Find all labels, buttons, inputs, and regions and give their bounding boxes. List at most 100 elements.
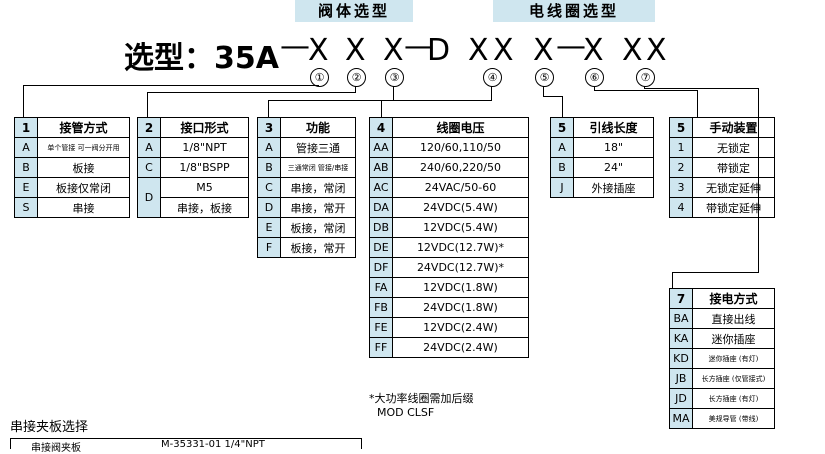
table-row-code: F — [257, 237, 281, 258]
table-row-text: 无锁定延伸 — [692, 177, 775, 198]
connector-7 — [672, 272, 673, 288]
table-row-text: 1/8"BSPP — [160, 157, 249, 178]
table-row-code: B — [257, 157, 281, 178]
table-row-code: AB — [369, 157, 393, 178]
table3-num: 3 — [257, 117, 281, 138]
table-row-code: MA — [669, 408, 693, 429]
table2-title: 接口形式 — [160, 117, 249, 138]
model-char-7b: X — [646, 33, 667, 68]
model-char-2: X — [345, 33, 366, 68]
valve-selection-banner: 阀体选型 — [295, 0, 413, 22]
table4-title: 线圈电压 — [392, 117, 529, 138]
table-row-code: S — [14, 197, 38, 218]
table-row-text: 迷你插座 — [692, 328, 775, 349]
table-row-text: 板接仅常闭 — [37, 177, 130, 198]
table-row-text: 18" — [573, 137, 654, 158]
connector-3 — [268, 100, 394, 101]
connector-7 — [672, 272, 759, 273]
table-row-code: B — [14, 157, 38, 178]
table3-title: 功能 — [280, 117, 356, 138]
table-row-code: C — [137, 157, 161, 178]
connector-5 — [543, 86, 544, 97]
table-row-text: 串接，板接 — [160, 197, 249, 218]
table5-title: 引线长度 — [573, 117, 654, 138]
table-row-text: 24VDC(2.4W) — [392, 337, 529, 358]
table-row-text: 24VDC(1.8W) — [392, 297, 529, 318]
bottom-col2: M-35331-01 1/4"NPT — [161, 439, 265, 450]
table-row-text: 串接，常闭 — [280, 177, 356, 198]
table-row-text: 串接 — [37, 197, 130, 218]
table1-num: 1 — [14, 117, 38, 138]
table-row-code: A — [550, 137, 574, 158]
table-row-text: 板接，常开 — [280, 237, 356, 258]
index-circle-5: ⑤ — [535, 68, 554, 87]
connector-7 — [644, 86, 645, 89]
model-char-3: X — [383, 33, 404, 68]
connector-1 — [23, 85, 24, 117]
table4-num: 4 — [369, 117, 393, 138]
table-row-text: 24VDC(5.4W) — [392, 197, 529, 218]
index-circle-2: ② — [347, 68, 366, 87]
model-dash-2: — — [404, 29, 434, 64]
table-row-text: 长方插座 (仅管接式) — [692, 368, 775, 389]
table5-num: 5 — [550, 117, 574, 138]
connector-4 — [381, 100, 382, 117]
table-row-text: 带锁定延伸 — [692, 197, 775, 218]
table-row-text: 迷你插座 (有灯) — [692, 348, 775, 369]
table-row-code: 4 — [669, 197, 693, 218]
table-row-code: E — [14, 177, 38, 198]
model-char-4b: X — [493, 33, 514, 68]
table-row-code: JD — [669, 388, 693, 409]
table-row-text: 240/60,220/50 — [392, 157, 529, 178]
table-row-code: DF — [369, 257, 393, 278]
table-row-text: 板接 — [37, 157, 130, 178]
table-row-text: 三通常闭 管接/串接 — [280, 157, 356, 178]
table6-title: 手动装置 — [692, 117, 775, 138]
table7-num: 7 — [669, 288, 693, 309]
table-row-code: 2 — [669, 157, 693, 178]
table-row-text: 1/8"NPT — [160, 137, 249, 158]
connector-3 — [393, 86, 394, 101]
table-row-code: DA — [369, 197, 393, 218]
table-row-code: B — [550, 157, 574, 178]
table-row-code: JB — [669, 368, 693, 389]
table-row-code: E — [257, 217, 281, 238]
table-row-text: 外接插座 — [573, 177, 654, 198]
model-char-5: X — [533, 33, 554, 68]
connector-2 — [147, 92, 356, 93]
table-row-text: 管接三通 — [280, 137, 356, 158]
table-row-code: DE — [369, 237, 393, 258]
table-row-code: 1 — [669, 137, 693, 158]
connector-7 — [644, 88, 759, 89]
table-row-code: D — [137, 177, 161, 218]
model-char-4a: X — [468, 33, 489, 68]
bottom-col1: 串接阀夹板 — [31, 443, 81, 454]
table-row-text: 12VDC(12.7W)* — [392, 237, 529, 258]
index-circle-3: ③ — [385, 68, 404, 87]
connector-2 — [147, 92, 148, 117]
table-row-text: 无锁定 — [692, 137, 775, 158]
connector-5 — [562, 96, 563, 117]
table2-num: 2 — [137, 117, 161, 138]
table-row-text: 12VDC(1.8W) — [392, 277, 529, 298]
model-dash-1: — — [280, 29, 310, 64]
high-power-suffix: MOD CLSF — [377, 406, 435, 419]
table-row-text: 板接，常闭 — [280, 217, 356, 238]
connector-1 — [23, 85, 319, 86]
bottom-table: 串接阀夹板 M-35331-01 1/4"NPT — [10, 438, 362, 454]
table-row-code: KD — [669, 348, 693, 369]
table-row-text: 12VDC(5.4W) — [392, 217, 529, 238]
table-row-text: 直接出线 — [692, 308, 775, 329]
table-row-code: FA — [369, 277, 393, 298]
table-row-text: 单个管接 可一阀分开用 — [37, 137, 130, 158]
table-row-text: 串接，常开 — [280, 197, 356, 218]
connector-2 — [355, 86, 356, 93]
table-row-code: FE — [369, 317, 393, 338]
model-dash-3: — — [556, 29, 586, 64]
